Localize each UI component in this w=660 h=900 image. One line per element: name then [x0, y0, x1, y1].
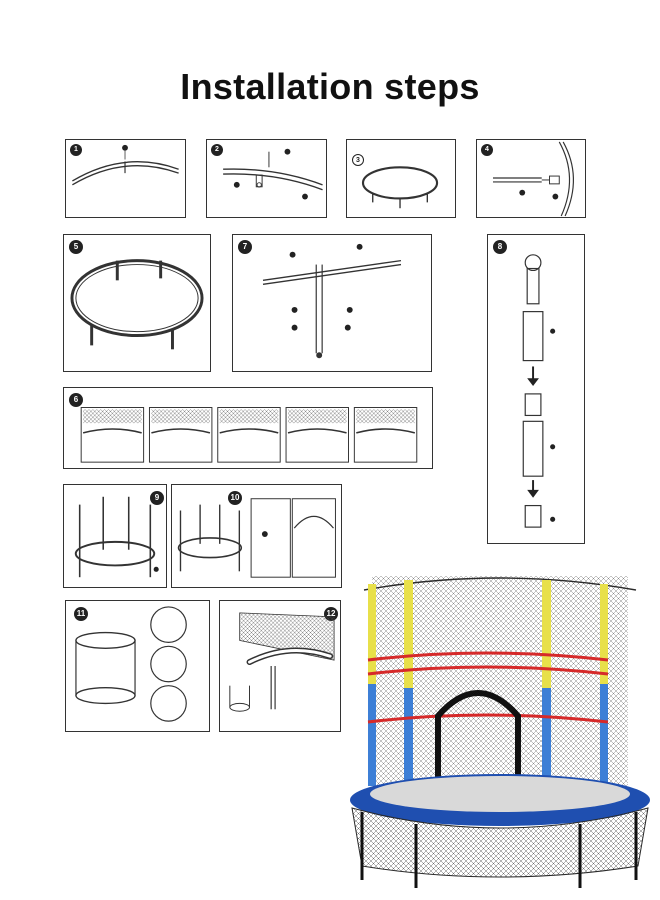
step-8-panel: 8	[487, 234, 585, 544]
step-8-illustration	[522, 254, 556, 528]
step-6-illustration	[80, 407, 418, 463]
step-12-illustration	[229, 612, 335, 712]
step-2-panel: 2	[206, 139, 327, 218]
step-3-illustration	[361, 166, 439, 209]
step-12-panel: 12	[219, 600, 341, 732]
step-5-illustration	[70, 259, 204, 350]
step-7-panel: 7	[232, 234, 432, 372]
step-10-panel: 10	[171, 484, 342, 588]
step-11-number: 11	[74, 607, 88, 621]
step-8-number: 8	[493, 240, 507, 254]
step-1-number: 1	[70, 144, 82, 156]
step-9-number: 9	[150, 491, 164, 505]
step-11-panel: 11	[65, 600, 210, 732]
step-2-number: 2	[211, 144, 223, 156]
step-9-illustration	[74, 496, 159, 578]
step-4-number: 4	[481, 144, 493, 156]
step-3-panel: 3	[346, 139, 456, 218]
step-5-number: 5	[69, 240, 83, 254]
step-7-illustration	[262, 243, 402, 359]
step-1-illustration	[72, 144, 179, 186]
step-6-panel: 6	[63, 387, 433, 469]
page-title: Installation steps	[180, 66, 480, 107]
step-10-number: 10	[228, 491, 242, 505]
step-4-illustration	[492, 141, 574, 217]
trampoline-product-image	[346, 566, 652, 890]
step-10-illustration	[177, 498, 336, 578]
step-2-illustration	[223, 148, 323, 200]
step-1-panel: 1	[65, 139, 186, 218]
step-6-number: 6	[69, 393, 83, 407]
step-3-number: 3	[352, 154, 364, 166]
step-9-panel: 9	[63, 484, 167, 588]
step-11-illustration	[75, 606, 187, 722]
step-7-number: 7	[238, 240, 252, 254]
step-5-panel: 5	[63, 234, 211, 372]
step-4-panel: 4	[476, 139, 586, 218]
